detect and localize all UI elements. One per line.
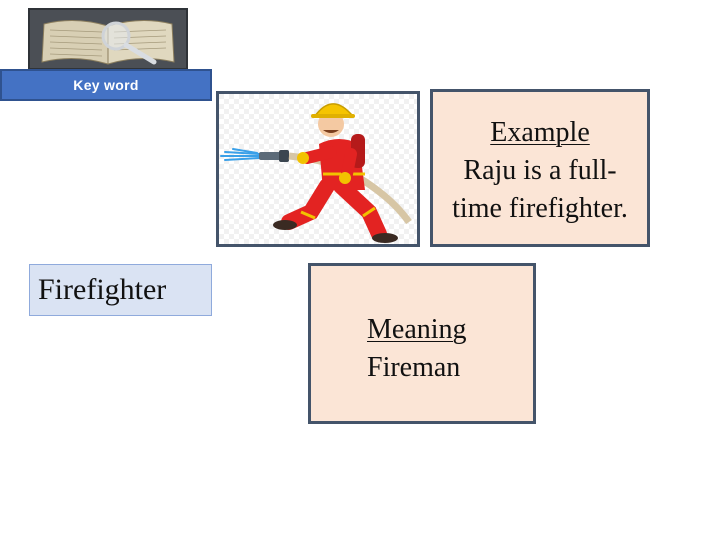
book-magnifier-icon [28, 8, 188, 70]
example-sentence-line1: Raju is a full- [463, 155, 617, 186]
example-sentence-line2: time firefighter. [452, 193, 628, 224]
meaning-text: Fireman [367, 352, 461, 383]
example-heading: Example [490, 117, 590, 148]
meaning-card: Meaning Fireman [308, 263, 536, 424]
example-card: Example Raju is a full- time firefighter… [430, 89, 650, 247]
firefighter-hose-icon [216, 91, 420, 247]
keyword-label: Key word [0, 69, 212, 101]
keyword-term: Firefighter [29, 264, 212, 316]
meaning-heading: Meaning [367, 314, 467, 345]
